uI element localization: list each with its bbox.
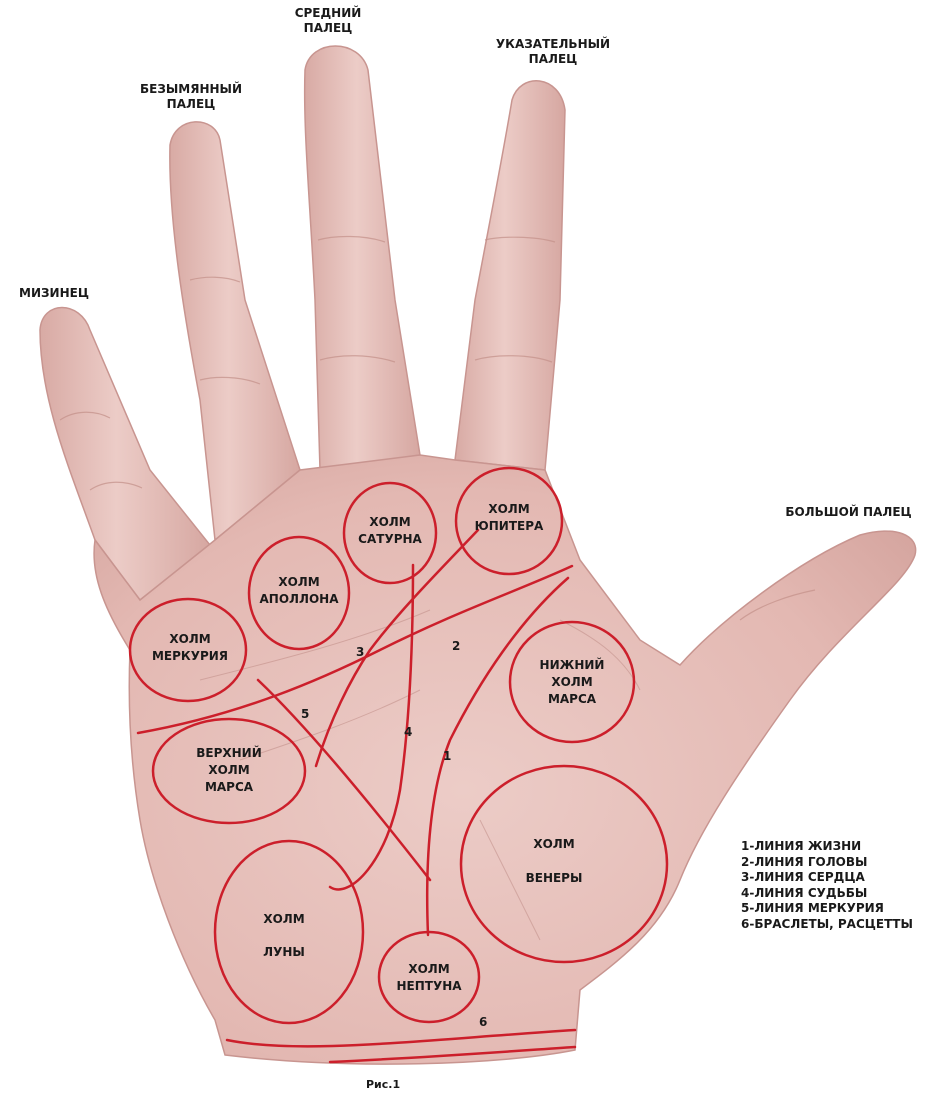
line-number-head: 2 [452,639,461,653]
label-index-finger: УКАЗАТЕЛЬНЫЙ ПАЛЕЦ [495,37,611,66]
label-thumb: БОЛЬШОЙ ПАЛЕЦ [785,505,912,519]
label-ring-finger: БЕЗЫМЯННЫЙ ПАЛЕЦ [139,82,243,111]
index-finger-shape [454,80,566,471]
mount-outlines [128,466,669,1025]
legend-item: 4-ЛИНИЯ СУДЬБЫ [741,885,868,900]
fate-line [328,563,415,891]
line-number-fate: 4 [404,725,413,739]
line-number-life: 1 [443,749,452,763]
label-mount-saturn: ХОЛМ САТУРНА [358,515,422,546]
label-middle-finger: СРЕДНИЙ ПАЛЕЦ [294,6,362,35]
mount-upper-mars-circle [151,717,307,825]
head-line [136,564,574,735]
label-mount-moon: ХОЛМ ЛУНЫ [263,912,305,959]
line-number-heart: 3 [356,645,365,659]
palm-lines [136,528,577,1064]
mount-lower-mars-circle [508,620,636,744]
legend-item: 5-ЛИНИЯ МЕРКУРИЯ [741,901,884,915]
legend-item: 1-ЛИНИЯ ЖИЗНИ [741,839,862,853]
mount-mercury-circle [128,597,248,703]
label-mount-lower-mars: НИЖНИЙ ХОЛМ МАРСА [539,658,605,706]
legend-item: 2-ЛИНИЯ ГОЛОВЫ [741,854,868,869]
middle-finger-shape [303,45,421,471]
label-little-finger: МИЗИНЕЦ [19,286,89,300]
finger-creases [59,235,816,621]
label-mount-venus: ХОЛМ ВЕНЕРЫ [525,837,583,885]
life-line [425,576,570,937]
label-mount-apollo: ХОЛМ АПОЛЛОНА [259,575,339,606]
figure-caption: Рис.1 [366,1078,401,1091]
hand-skin [39,45,917,1065]
mount-moon-circle [213,839,365,1025]
line-number-mercury: 5 [301,707,310,721]
mount-apollo-circle [247,535,351,651]
label-mount-upper-mars: ВЕРХНИЙ ХОЛМ МАРСА [196,746,262,794]
heart-line [314,528,480,768]
line-number-bracelets: 6 [479,1015,488,1029]
palm-shape [93,454,917,1065]
legend-item: 3-ЛИНИЯ СЕРДЦА [741,870,865,884]
label-mount-neptune: ХОЛМ НЕПТУНА [396,962,462,993]
bracelet-1 [225,1028,577,1048]
ring-finger-shape [169,121,301,542]
mount-saturn-circle [342,481,438,585]
lines-legend: 1-ЛИНИЯ ЖИЗНИ 2-ЛИНИЯ ГОЛОВЫ 3-ЛИНИЯ СЕР… [741,839,913,932]
bracelet-2 [328,1045,577,1064]
label-mount-jupiter: ХОЛМ ЮПИТЕРА [474,502,544,533]
mount-venus-circle [459,764,669,964]
mercury-line [256,678,432,882]
little-finger-shape [39,306,212,602]
legend-item: 6-БРАСЛЕТЫ, РАСЦЕТТЫ [741,916,913,931]
mount-jupiter-circle [454,466,564,576]
label-mount-mercury: ХОЛМ МЕРКУРИЯ [151,632,229,663]
